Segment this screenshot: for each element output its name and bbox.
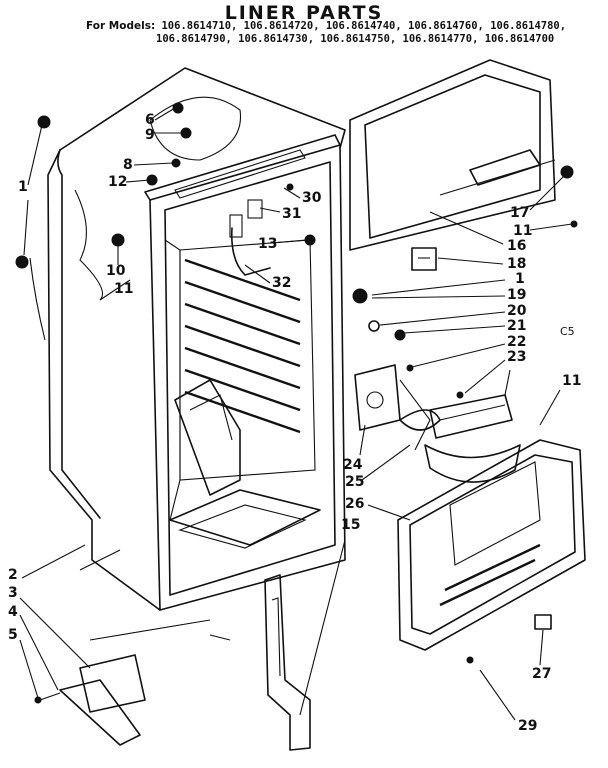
callout-25: 25 <box>345 474 365 490</box>
leader-lines <box>19 107 573 721</box>
callout-9: 9 <box>145 127 155 143</box>
callout-5: 5 <box>8 627 18 643</box>
diagram-title: LINER PARTS <box>224 2 384 24</box>
callout-17: 17 <box>510 205 530 221</box>
callout-2: 2 <box>8 567 18 583</box>
lower-right-panel <box>397 439 586 664</box>
callout-15: 15 <box>341 517 361 533</box>
liner-cabinet <box>15 67 346 746</box>
callout-3: 3 <box>8 585 18 601</box>
callout-24: 24 <box>343 457 363 473</box>
control-components <box>352 288 513 451</box>
models-label: For Models: <box>86 20 156 32</box>
callout-1-right: 1 <box>515 271 525 287</box>
upper-right-panel <box>349 59 578 271</box>
callout-21: 21 <box>507 318 527 334</box>
callout-11-upper-right: 11 <box>513 223 533 239</box>
callout-32: 32 <box>272 275 292 291</box>
callout-29: 29 <box>518 718 538 734</box>
callout-13: 13 <box>258 236 278 252</box>
model-list: For Models: 106.8614710, 106.8614720, 10… <box>86 20 606 46</box>
callout-10: 10 <box>106 263 126 279</box>
callout-22: 22 <box>507 334 527 350</box>
callout-27: 27 <box>532 666 552 682</box>
models-line-1: 106.8614710, 106.8614720, 106.8614740, 1… <box>161 20 567 32</box>
callout-30: 30 <box>302 190 322 206</box>
callout-20: 20 <box>507 303 527 319</box>
figure-code: C5 <box>560 325 575 338</box>
callout-4: 4 <box>8 604 18 620</box>
callout-11-left: 11 <box>114 281 134 297</box>
models-line-2: 106.8614790, 106.8614730, 106.8614750, 1… <box>156 33 555 45</box>
callout-31: 31 <box>282 206 302 222</box>
callout-26: 26 <box>345 496 365 512</box>
callout-23: 23 <box>507 349 527 365</box>
callout-19: 19 <box>507 287 527 303</box>
callout-18: 18 <box>507 256 527 272</box>
callout-6: 6 <box>145 112 155 128</box>
callout-12: 12 <box>108 174 128 190</box>
callout-8: 8 <box>123 157 133 173</box>
callout-16: 16 <box>507 238 527 254</box>
callout-1: 1 <box>18 179 28 195</box>
callout-11-mid-right: 11 <box>562 373 582 389</box>
drain-trough <box>264 574 311 751</box>
